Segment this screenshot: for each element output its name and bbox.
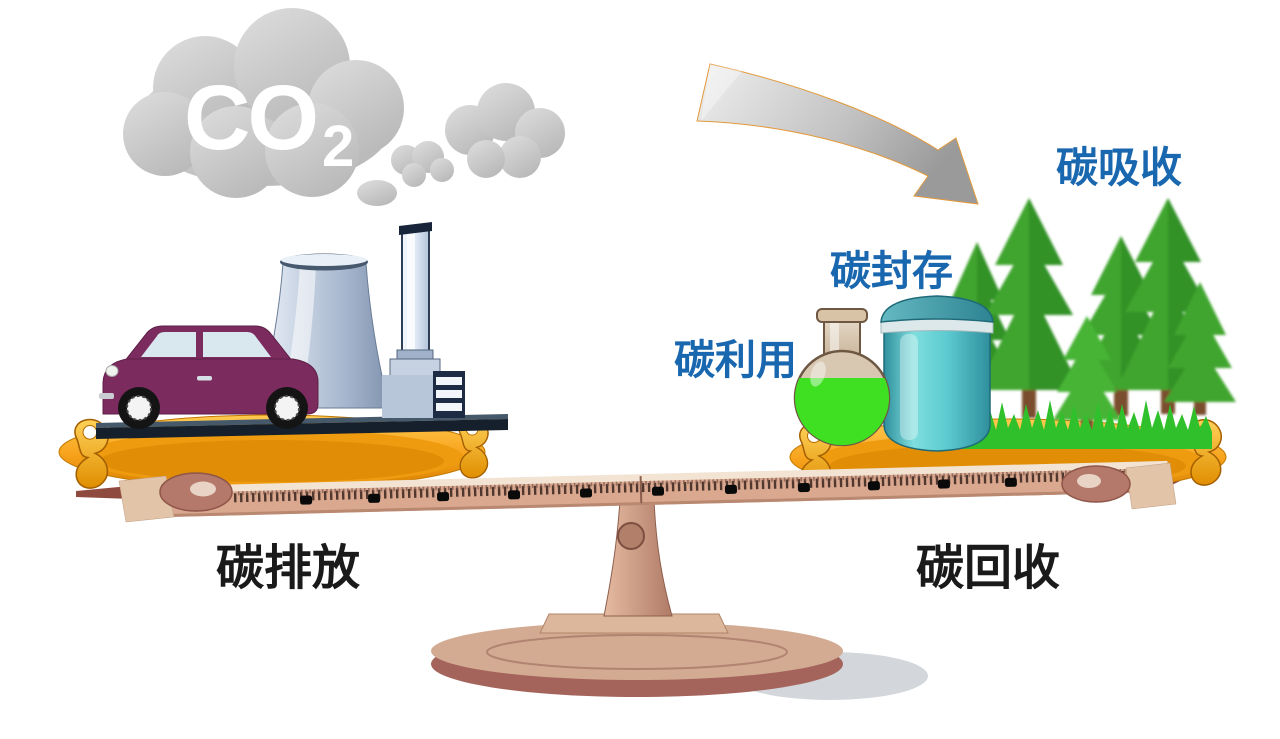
car-front-wheel bbox=[118, 387, 160, 429]
flask-liquid bbox=[795, 378, 889, 446]
tank-dome bbox=[880, 295, 994, 323]
building-stripe bbox=[436, 390, 462, 398]
arrow-tail-fold bbox=[701, 64, 742, 121]
pine-trees bbox=[939, 198, 1236, 434]
emission-trail-puffs bbox=[357, 83, 565, 206]
base-plate bbox=[539, 613, 729, 634]
tank-body bbox=[883, 329, 991, 452]
car-door-handle bbox=[197, 376, 212, 381]
tree-shade bbox=[1168, 198, 1220, 390]
label-carbon-absorption: 碳吸收 bbox=[1056, 144, 1182, 191]
chimney-highlight bbox=[407, 232, 415, 350]
tree-canopy bbox=[1164, 282, 1236, 402]
grass bbox=[948, 400, 1212, 449]
co2-label: CO bbox=[184, 67, 316, 169]
building-stripe bbox=[436, 403, 462, 411]
tower-rim-light bbox=[281, 254, 367, 266]
co2-cloud bbox=[123, 8, 404, 198]
label-carbon-sequestration: 碳封存 bbox=[830, 248, 953, 294]
label-carbon-recovery: 碳回收 bbox=[916, 542, 1060, 595]
column-hole bbox=[617, 522, 645, 550]
tank-highlight bbox=[900, 334, 918, 440]
car-rear-wheel bbox=[266, 387, 308, 429]
balance-beam bbox=[125, 460, 1169, 519]
storage-tank bbox=[880, 295, 994, 452]
co2-subscript: 2 bbox=[322, 114, 354, 179]
beam-left-disc-hub bbox=[190, 481, 216, 497]
building-stripe bbox=[436, 377, 462, 385]
beam-bottom-edge bbox=[126, 488, 1169, 519]
transfer-arrow bbox=[696, 63, 979, 205]
chemical-flask bbox=[793, 308, 891, 447]
beam-top-face bbox=[125, 460, 1168, 496]
base-groove bbox=[486, 634, 788, 670]
tree-canopy bbox=[1053, 316, 1121, 420]
beam-right-disc-hub bbox=[1077, 474, 1101, 488]
car-windshield bbox=[141, 332, 196, 357]
car bbox=[99, 325, 319, 429]
car-bumper bbox=[99, 393, 114, 399]
beam-right-flare bbox=[1125, 462, 1177, 510]
base-top bbox=[431, 622, 843, 680]
flask-glint bbox=[810, 361, 826, 387]
left-pan-inner-shade bbox=[100, 440, 444, 482]
fulcrum-column bbox=[603, 499, 673, 617]
label-carbon-utilization: 碳利用 bbox=[674, 337, 797, 383]
scale-stand bbox=[431, 499, 928, 700]
chimney-cap bbox=[399, 222, 432, 235]
label-carbon-emission: 碳排放 bbox=[216, 542, 360, 595]
tree-shade bbox=[1029, 198, 1081, 390]
beam-tick-marks-fine bbox=[237, 468, 1138, 496]
beam-center-seam bbox=[639, 476, 643, 504]
beam-tick-marks bbox=[233, 470, 1140, 503]
chimney bbox=[401, 227, 430, 355]
car-headlight bbox=[105, 365, 119, 377]
car-rear-window bbox=[203, 332, 271, 357]
beam-left-tip bbox=[76, 486, 130, 499]
flask-neck-glint bbox=[830, 320, 839, 362]
flask-rim bbox=[816, 308, 868, 323]
building-step bbox=[389, 358, 441, 378]
